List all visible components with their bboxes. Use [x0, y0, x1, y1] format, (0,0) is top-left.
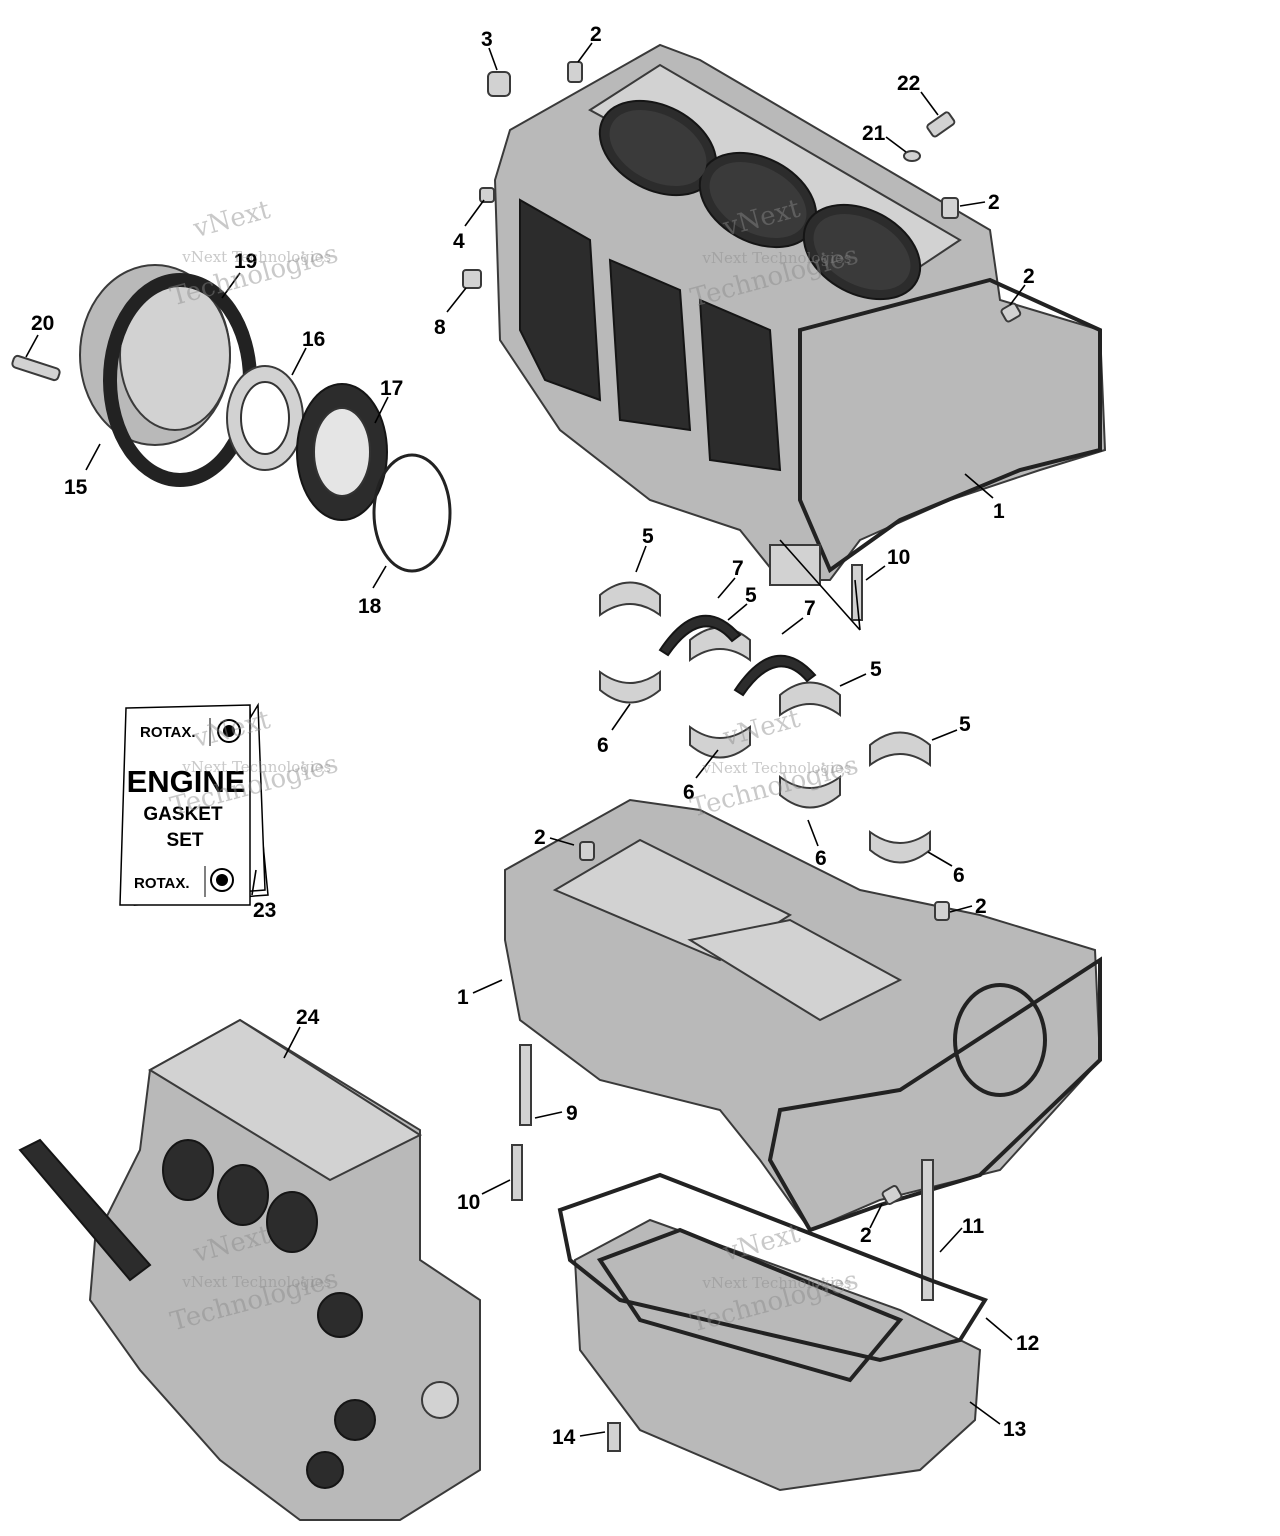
svg-text:vNext Technologies: vNext Technologies [701, 759, 851, 777]
lower-crankcase [504, 798, 1102, 1233]
callout-9: 9 [566, 1102, 578, 1125]
svg-text:vNext Technologies: vNext Technologies [701, 249, 851, 267]
leader-lines [25, 42, 1026, 1437]
callout-2-b: 2 [988, 191, 1000, 214]
svg-text:vNext Technologies: vNext Technologies [181, 248, 331, 266]
dowel-pins-top [462, 61, 1022, 323]
callout-3: 3 [481, 28, 493, 51]
bearing-housing-assembly [11, 264, 452, 573]
callout-17: 17 [380, 377, 403, 400]
callout-7-a: 7 [732, 557, 744, 580]
complete-engine [18, 1018, 481, 1521]
callout-21: 21 [862, 122, 886, 145]
crank-bearings [599, 564, 931, 864]
callout-5-c: 5 [870, 658, 882, 681]
callout-2-a: 2 [590, 23, 602, 46]
kit-brand-bottom: ROTAX. [134, 875, 190, 892]
kit-title-set: SET [167, 830, 204, 851]
callout-5-d: 5 [959, 713, 971, 736]
callout-6-a: 6 [597, 734, 609, 757]
callout-18: 18 [358, 595, 382, 618]
callout-10-upper: 10 [887, 546, 910, 569]
kit-title-gasket: GASKET [143, 804, 223, 825]
callout-2-c: 2 [1023, 265, 1035, 288]
kit-brand-top: ROTAX. [140, 724, 196, 741]
callout-20: 20 [31, 312, 54, 335]
callout-2-f: 2 [860, 1224, 872, 1247]
svg-text:vNext Technologies: vNext Technologies [181, 1273, 331, 1291]
callout-19: 19 [234, 250, 257, 273]
callout-4: 4 [453, 230, 465, 253]
callout-5-b: 5 [745, 584, 757, 607]
bolts [511, 1044, 934, 1452]
callout-2-d: 2 [534, 826, 546, 849]
oil-pan-assembly [557, 1172, 989, 1492]
engine-gasket-set-kit: ROTAX. ENGINE GASKET SET ROTAX. [119, 702, 269, 906]
callout-13: 13 [1003, 1418, 1026, 1441]
callout-11: 11 [962, 1215, 985, 1238]
callout-16: 16 [302, 328, 325, 351]
callout-6-d: 6 [953, 864, 965, 887]
svg-text:vNext: vNext [719, 704, 804, 754]
callout-1-upper: 1 [993, 500, 1005, 523]
callout-24: 24 [296, 1006, 320, 1029]
callout-1-lower: 1 [457, 986, 469, 1009]
callout-2-e: 2 [975, 895, 987, 918]
callout-10-lower: 10 [457, 1191, 480, 1214]
svg-text:vNext Technologies: vNext Technologies [181, 758, 331, 776]
callout-8: 8 [434, 316, 446, 339]
callout-15: 15 [64, 476, 88, 499]
watermark-middle-right: vNext vNext Technologies Technologies [687, 704, 861, 824]
svg-text:vNext Technologies: vNext Technologies [701, 1274, 851, 1292]
callout-12: 12 [1016, 1332, 1039, 1355]
callout-22: 22 [897, 72, 920, 95]
callout-23: 23 [253, 899, 276, 922]
callout-labels: 3 2 22 21 2 4 2 8 19 20 16 17 15 18 1 5 … [31, 23, 1039, 1449]
callout-14: 14 [552, 1426, 576, 1449]
callout-7-b: 7 [804, 597, 816, 620]
callout-6-c: 6 [815, 847, 827, 870]
kit-title-engine: ENGINE [127, 764, 246, 799]
watermark-top-left: vNext vNext Technologies Technologies [167, 195, 341, 313]
callout-6-b: 6 [683, 781, 695, 804]
svg-text:vNext: vNext [189, 195, 274, 245]
upper-crankcase [493, 43, 1107, 586]
callout-5-a: 5 [642, 525, 654, 548]
